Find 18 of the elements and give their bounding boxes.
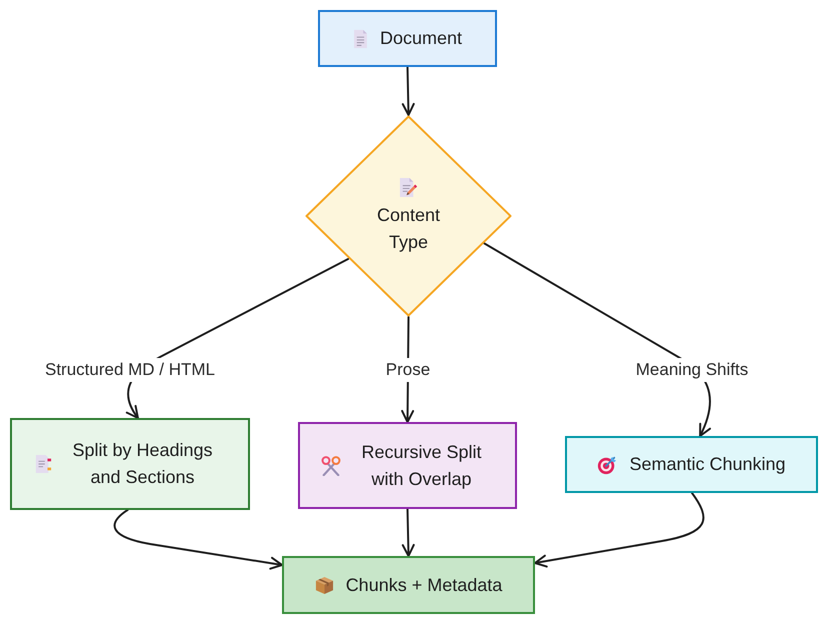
output-box xyxy=(282,556,535,614)
arrow xyxy=(534,492,704,568)
node-text: Recursive Split with Overlap xyxy=(360,440,483,491)
node-text: Split by Headings and Sections xyxy=(71,439,214,489)
source-box xyxy=(318,10,497,67)
node-text: Document xyxy=(380,27,462,50)
node-text: Semantic Chunking xyxy=(629,453,786,476)
arrow xyxy=(402,66,415,116)
arrow xyxy=(114,509,283,570)
process-box xyxy=(10,418,250,510)
node-text: Content Type xyxy=(376,204,442,254)
arrow xyxy=(402,508,415,557)
decision-diamond xyxy=(305,115,512,317)
node-text: Chunks + Metadata xyxy=(346,574,502,596)
arrow xyxy=(126,258,350,419)
process-box xyxy=(298,422,517,509)
process-box xyxy=(565,436,818,493)
arrow xyxy=(483,242,711,437)
